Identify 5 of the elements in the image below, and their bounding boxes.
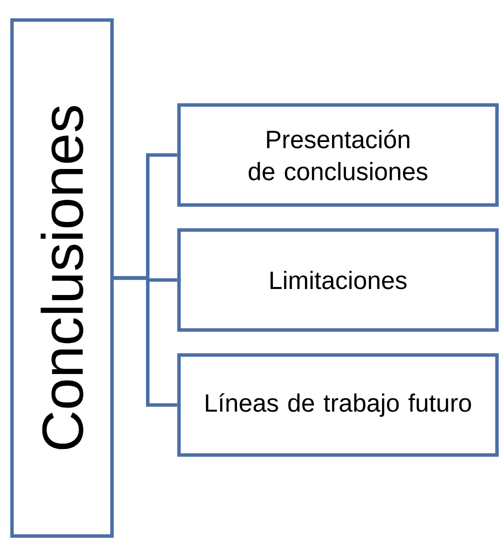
topic-box: Presentación de conclusiones	[177, 103, 499, 207]
title-box: Conclusiones	[10, 18, 114, 538]
topic-box: Líneas de trabajo futuro	[177, 353, 499, 457]
topic-box: Limitaciones	[177, 228, 499, 332]
connector-line	[114, 276, 178, 407]
